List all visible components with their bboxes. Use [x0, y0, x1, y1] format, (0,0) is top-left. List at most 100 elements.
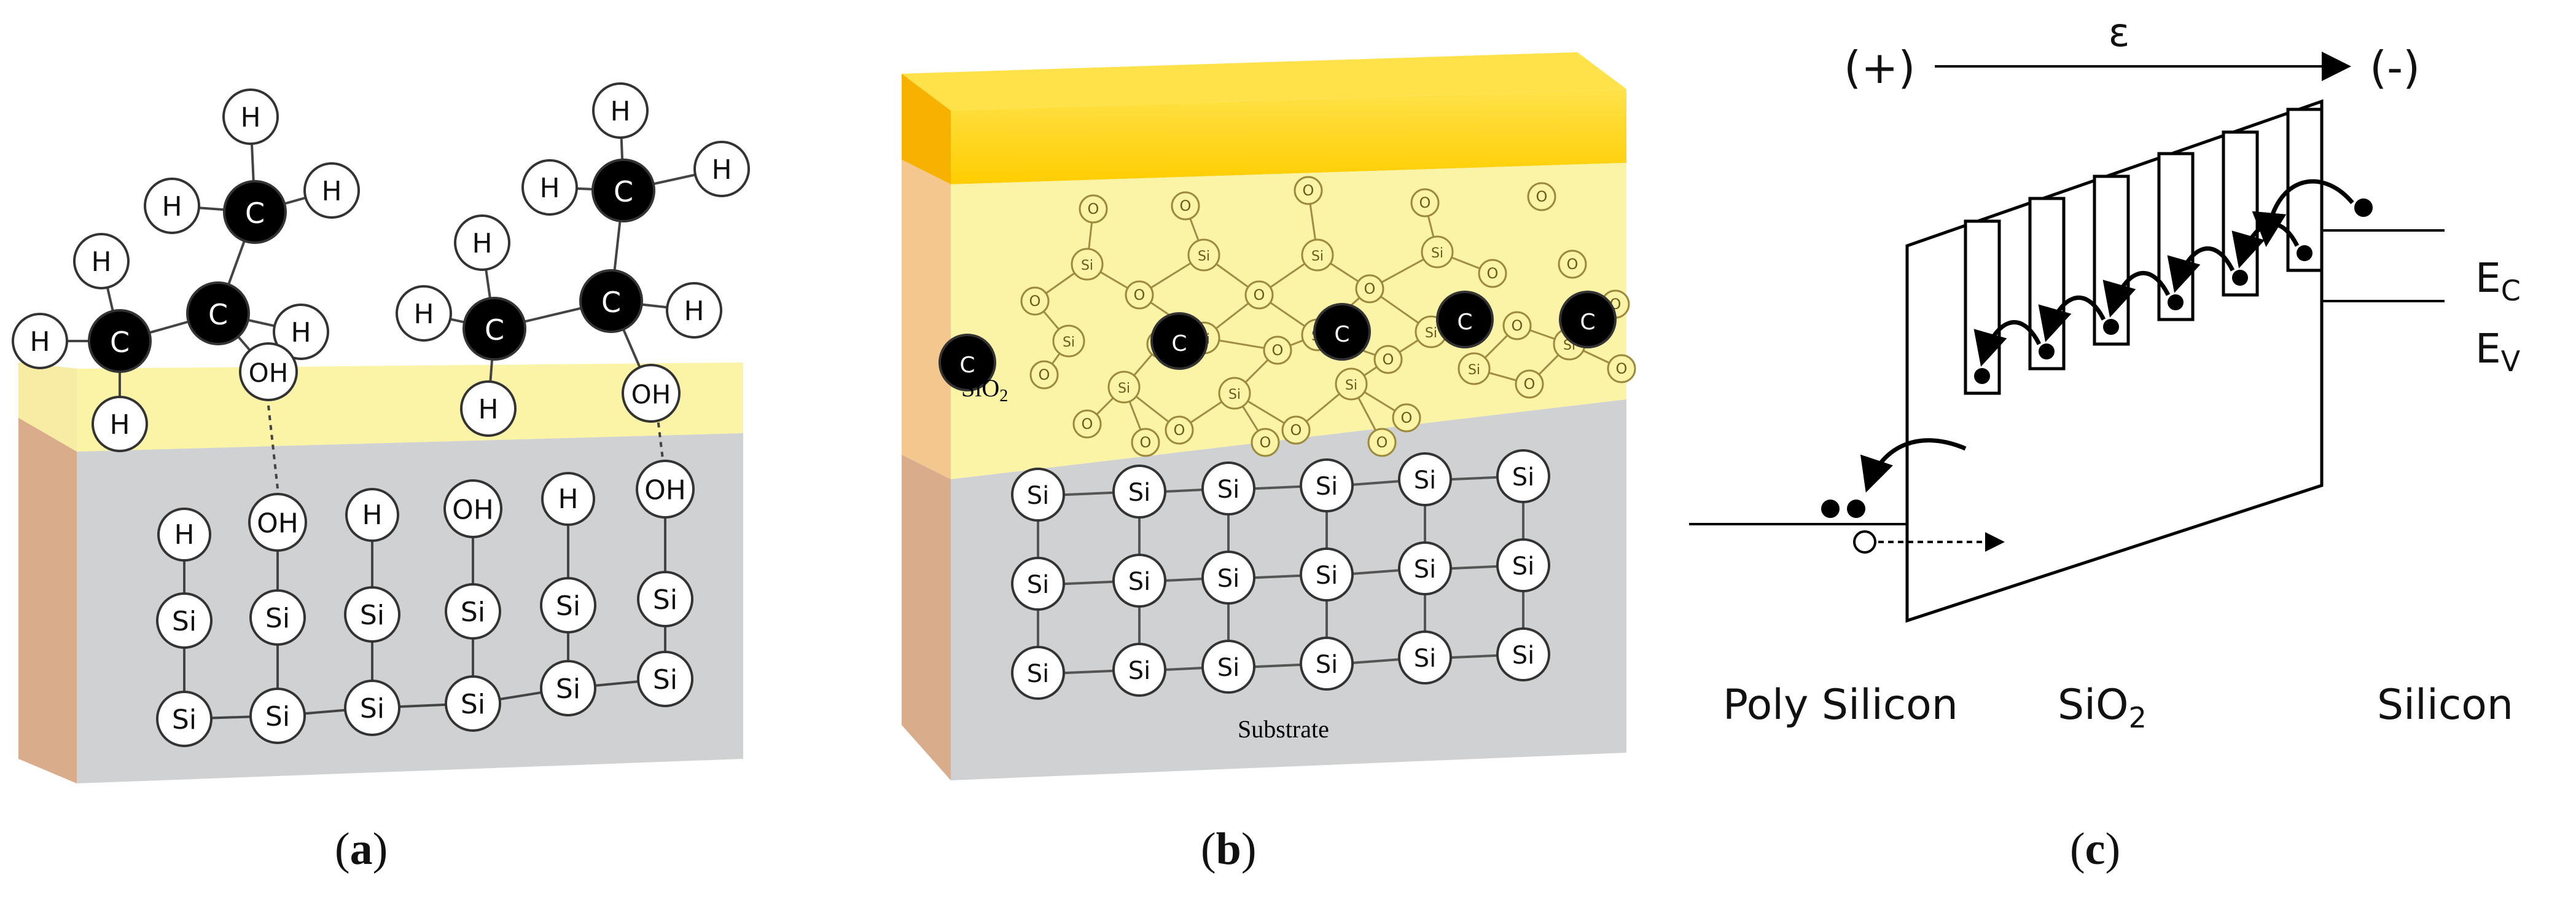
- svg-text:H: H: [29, 326, 50, 358]
- substrate-label: Substrate: [1238, 715, 1329, 743]
- svg-text:Si: Si: [360, 600, 384, 631]
- oxygen-atom: O: [1527, 182, 1556, 211]
- svg-text:O: O: [1376, 434, 1388, 451]
- svg-text:O: O: [1260, 434, 1271, 451]
- svg-text:O: O: [1401, 409, 1413, 426]
- oxygen-atom: O: [1392, 403, 1421, 433]
- svg-text:OH: OH: [257, 508, 299, 539]
- svg-text:Si: Si: [1414, 466, 1437, 495]
- svg-text:Si: Si: [1217, 565, 1240, 593]
- svg-text:Si: Si: [653, 664, 677, 696]
- svg-text:Si: Si: [1063, 335, 1075, 350]
- svg-text:Si: Si: [1027, 571, 1050, 599]
- oxygen-atom: O: [1281, 415, 1311, 445]
- silicon-atom: Si: [445, 583, 501, 640]
- carbon-atom: C: [579, 269, 643, 333]
- svg-text:C: C: [485, 313, 504, 347]
- svg-text:C: C: [1334, 322, 1349, 347]
- svg-text:Si: Si: [172, 606, 197, 637]
- svg-text:Si: Si: [1512, 463, 1535, 492]
- negative-terminal: (-): [2370, 42, 2420, 93]
- hydroxyl-atom: OH: [443, 479, 502, 538]
- poly-silicon-label: Poly Silicon: [1723, 681, 1958, 729]
- oxygen-atom: O: [1373, 345, 1403, 374]
- svg-text:H: H: [321, 176, 342, 207]
- svg-text:Si: Si: [556, 673, 580, 705]
- substrate-side-face: [18, 363, 77, 783]
- svg-text:Si: Si: [556, 590, 580, 622]
- hydrogen-atom: H: [157, 508, 211, 562]
- electrode-front: [951, 89, 1626, 184]
- silicon-atom: Si: [1071, 248, 1104, 281]
- substrate-side-face: [902, 455, 951, 780]
- hop-arrow: [2038, 296, 2106, 342]
- hydroxyl-atom: OH: [636, 460, 695, 519]
- silicon-atom: Si: [637, 571, 693, 627]
- oxygen-atom: O: [1079, 194, 1108, 224]
- svg-text:H: H: [91, 246, 111, 278]
- hydrogen-atom: H: [273, 304, 329, 360]
- silicon-atom: Si: [1201, 551, 1255, 605]
- svg-text:O: O: [1524, 375, 1536, 393]
- hydrogen-atom: H: [454, 214, 510, 271]
- hydrogen-atom: H: [521, 159, 578, 216]
- hydrogen-atom: H: [345, 488, 399, 542]
- svg-text:C: C: [110, 326, 130, 359]
- svg-text:C: C: [601, 286, 621, 319]
- silicon-atom: Si: [1112, 465, 1166, 519]
- svg-text:Si: Si: [360, 693, 384, 724]
- oxygen-atom: O: [1410, 188, 1440, 218]
- hydrogen-atom: H: [222, 88, 279, 145]
- svg-text:H: H: [291, 317, 311, 348]
- top-layer-side: [18, 363, 77, 452]
- carbon-atom: C: [591, 159, 655, 222]
- svg-text:O: O: [1303, 182, 1314, 199]
- svg-text:O: O: [1180, 197, 1192, 214]
- svg-text:Si: Si: [1316, 473, 1338, 501]
- svg-text:Si: Si: [1128, 568, 1151, 596]
- svg-text:Si: Si: [1425, 326, 1437, 341]
- hydroxyl-atom: OH: [239, 342, 298, 401]
- silicon-atom: Si: [1112, 554, 1166, 608]
- silicon-atom: Si: [249, 688, 306, 744]
- svg-text:Si: Si: [1414, 555, 1437, 584]
- panel-b: OOOOOOOOOOOOOOOOOOOOOOOOOOSiSiSiSiSiSiSi…: [902, 52, 1636, 780]
- hopping-arrows: [1973, 179, 2354, 367]
- oxide-band-box: [1905, 99, 2324, 623]
- hydrogen-atom: H: [592, 82, 649, 139]
- svg-text:Si: Si: [461, 689, 485, 720]
- svg-text:O: O: [1039, 366, 1050, 383]
- electrode-side: [902, 74, 951, 184]
- svg-text:H: H: [539, 173, 560, 204]
- svg-text:Si: Si: [1217, 476, 1240, 504]
- svg-text:H: H: [478, 394, 498, 425]
- svg-text:C: C: [959, 353, 975, 378]
- exit-arrow: [1860, 438, 1967, 493]
- svg-text:Si: Si: [1128, 657, 1151, 685]
- hydrogen-atom: H: [144, 178, 200, 234]
- atoms: OOOOOOOOOOOOOOOOOOOOOOOOOOSiSiSiSiSiSiSi…: [939, 176, 1636, 700]
- svg-text:Si: Si: [1311, 249, 1324, 264]
- hydrogen-atom: H: [396, 285, 452, 342]
- svg-text:OH: OH: [452, 495, 494, 526]
- svg-text:O: O: [1364, 280, 1376, 297]
- hydrogen-atom: H: [303, 162, 360, 219]
- silicon-atom: Si: [1301, 238, 1334, 272]
- svg-text:Si: Si: [1512, 552, 1535, 581]
- svg-text:Si: Si: [1027, 482, 1050, 510]
- svg-text:O: O: [1487, 265, 1499, 282]
- caption-b: (b): [1201, 824, 1257, 874]
- svg-text:O: O: [1174, 422, 1185, 439]
- svg-text:H: H: [472, 228, 492, 259]
- svg-text:OH: OH: [644, 475, 686, 506]
- svg-text:Si: Si: [1316, 651, 1338, 679]
- svg-text:Si: Si: [1345, 378, 1357, 393]
- svg-text:O: O: [1383, 351, 1394, 368]
- hydrogen-atom: H: [92, 396, 148, 452]
- oxygen-atom: O: [1165, 415, 1194, 445]
- svg-text:O: O: [1134, 286, 1146, 304]
- svg-text:O: O: [1082, 415, 1093, 433]
- injection-arrow: [2252, 179, 2354, 247]
- silicon-atom: Si: [637, 651, 693, 707]
- svg-text:Si: Si: [461, 597, 485, 628]
